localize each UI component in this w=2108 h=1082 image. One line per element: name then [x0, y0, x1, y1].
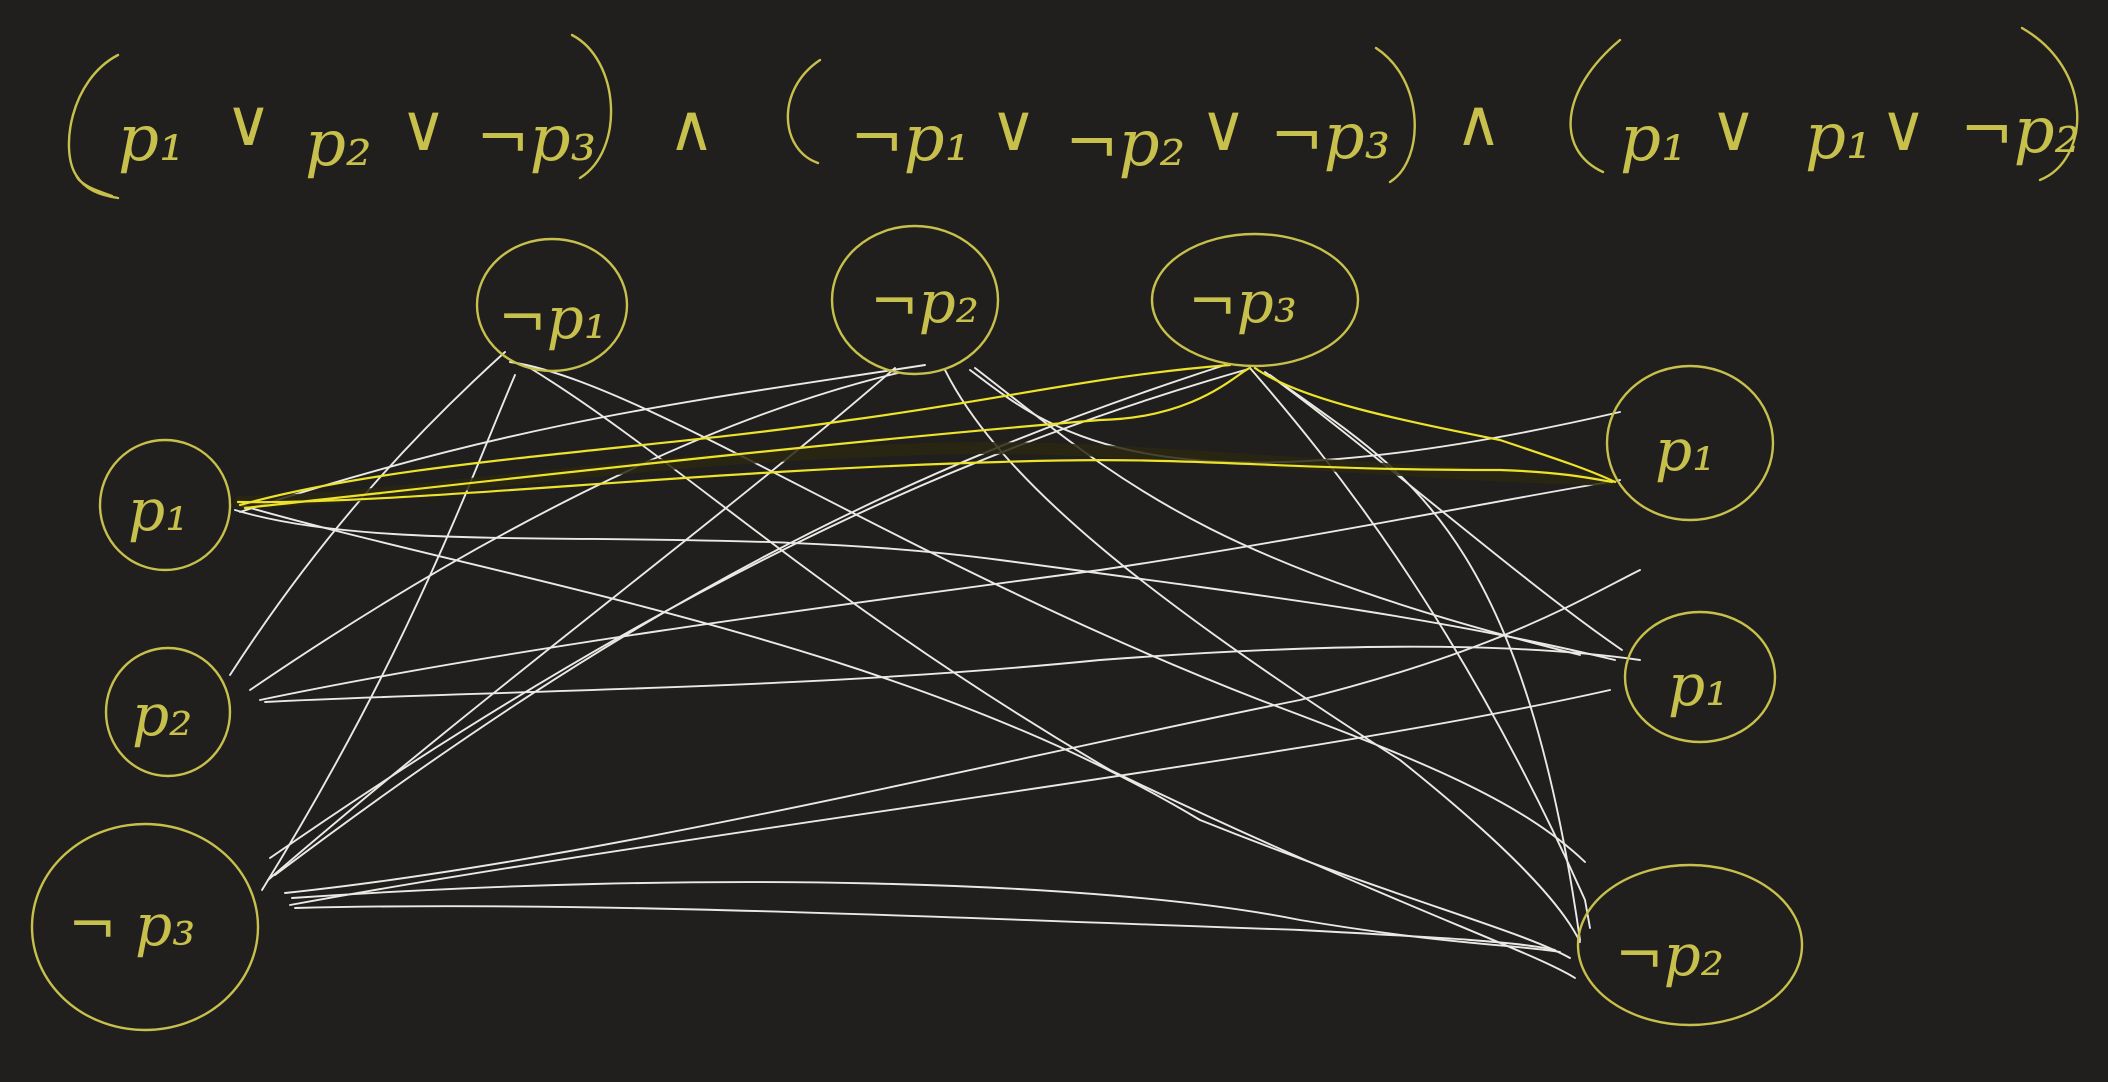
clause-1-close-paren [570, 33, 613, 180]
node-top-not-p3: ¬p₃ [1150, 232, 1360, 368]
node-left-p2: p₂ [104, 646, 232, 778]
clause-3-literal-2: p₁ [1805, 100, 1872, 174]
node-top-not-p2: ¬p₂ [830, 224, 1000, 376]
edge [234, 509, 1616, 661]
clause-3-literal-1: p₁ [1620, 102, 1687, 176]
clause-1-open-paren [67, 53, 120, 200]
node-circle [830, 224, 1000, 376]
node-right-not-p2: ¬p₂ [1576, 863, 1804, 1027]
edge [289, 689, 1611, 906]
node-circle [98, 438, 232, 572]
highlight-edge-notp3-to-p1-right [1253, 366, 1617, 484]
node-circle [1576, 863, 1804, 1027]
node-label: p₁ [1655, 416, 1715, 484]
edge [284, 569, 1641, 894]
edge [291, 881, 1561, 953]
clause-3-open-paren [1569, 38, 1622, 174]
edge [1269, 374, 1581, 941]
and-1: ∧ [668, 92, 715, 166]
edge [1264, 371, 1623, 651]
edge [249, 372, 899, 691]
node-circle [475, 237, 629, 373]
node-label: ¬p₂ [870, 268, 979, 336]
highlight-edge-p1-left-to-notp3 [238, 363, 1232, 507]
clause-2-literal-2: ¬p₂ [1065, 107, 1185, 181]
highlight-edge-p1-left-to-p1-right [236, 459, 1614, 504]
node-circle [1150, 232, 1360, 368]
and-2: ∧ [1455, 87, 1502, 161]
clause-2-open-paren [786, 58, 822, 165]
edge [974, 367, 1581, 656]
node-top-not-p1: ¬p₁ [475, 237, 629, 373]
node-left-p1: p₁ [98, 438, 232, 572]
clause-1-or-1: ∨ [225, 87, 272, 161]
edge [269, 369, 1246, 859]
node-label: ¬p₁ [498, 284, 607, 352]
clause-2-or-2: ∨ [1200, 92, 1247, 166]
edge [229, 351, 506, 676]
edge [259, 479, 1621, 701]
node-label: ¬p₂ [1615, 921, 1724, 989]
clause-3-close-paren [2020, 26, 2079, 182]
node-label: p₂ [132, 681, 192, 749]
node-circle [1623, 610, 1777, 744]
clause-2-literal-3: ¬p₃ [1270, 100, 1390, 174]
graph-nodes: ¬p₁ ¬p₂ ¬p₃ p₁ p₂ ¬ p₃ [30, 224, 1804, 1032]
clause-1-or-2: ∨ [400, 92, 447, 166]
edge [1249, 367, 1591, 929]
node-circle [104, 646, 232, 778]
formula: p₁ ∨ p₂ ∨ ¬p₃ ∧ ¬p₁ ∨ ¬p₂ ∨ ¬p₃ ∧ p₁ ∨ p… [67, 26, 2080, 200]
clause-3-or-2: ∨ [1880, 92, 1927, 166]
clause-2-or-1: ∨ [990, 92, 1037, 166]
edge [267, 367, 896, 881]
node-label: ¬p₃ [1188, 268, 1297, 336]
node-circle [1605, 364, 1775, 522]
edge [509, 361, 1586, 863]
node-label: p₁ [1668, 651, 1728, 719]
clause-3-or-1: ∨ [1710, 92, 1757, 166]
highlighted-clique [234, 363, 1617, 510]
node-circle [30, 822, 260, 1032]
edge [261, 374, 516, 891]
clause-1-literal-1: p₁ [118, 102, 185, 176]
node-right-p1-a: p₁ [1605, 364, 1775, 522]
edge [239, 504, 1571, 959]
node-right-p1-b: p₁ [1623, 610, 1777, 744]
node-left-not-p3: ¬ p₃ [30, 822, 260, 1032]
clause-3-literal-3: ¬p₂ [1960, 94, 2080, 168]
edge [239, 364, 926, 513]
clause-2-literal-1: ¬p₁ [850, 102, 970, 176]
highlight-edge-extra [243, 366, 1252, 510]
edge [294, 905, 1556, 951]
clause-2-close-paren [1374, 46, 1416, 184]
edge [274, 364, 1226, 876]
edge [264, 645, 1641, 703]
clause-1-literal-3: ¬p₃ [476, 102, 596, 176]
node-label: ¬ p₃ [68, 891, 195, 959]
node-label: p₁ [128, 476, 188, 544]
clause-1-literal-2: p₂ [305, 107, 372, 181]
